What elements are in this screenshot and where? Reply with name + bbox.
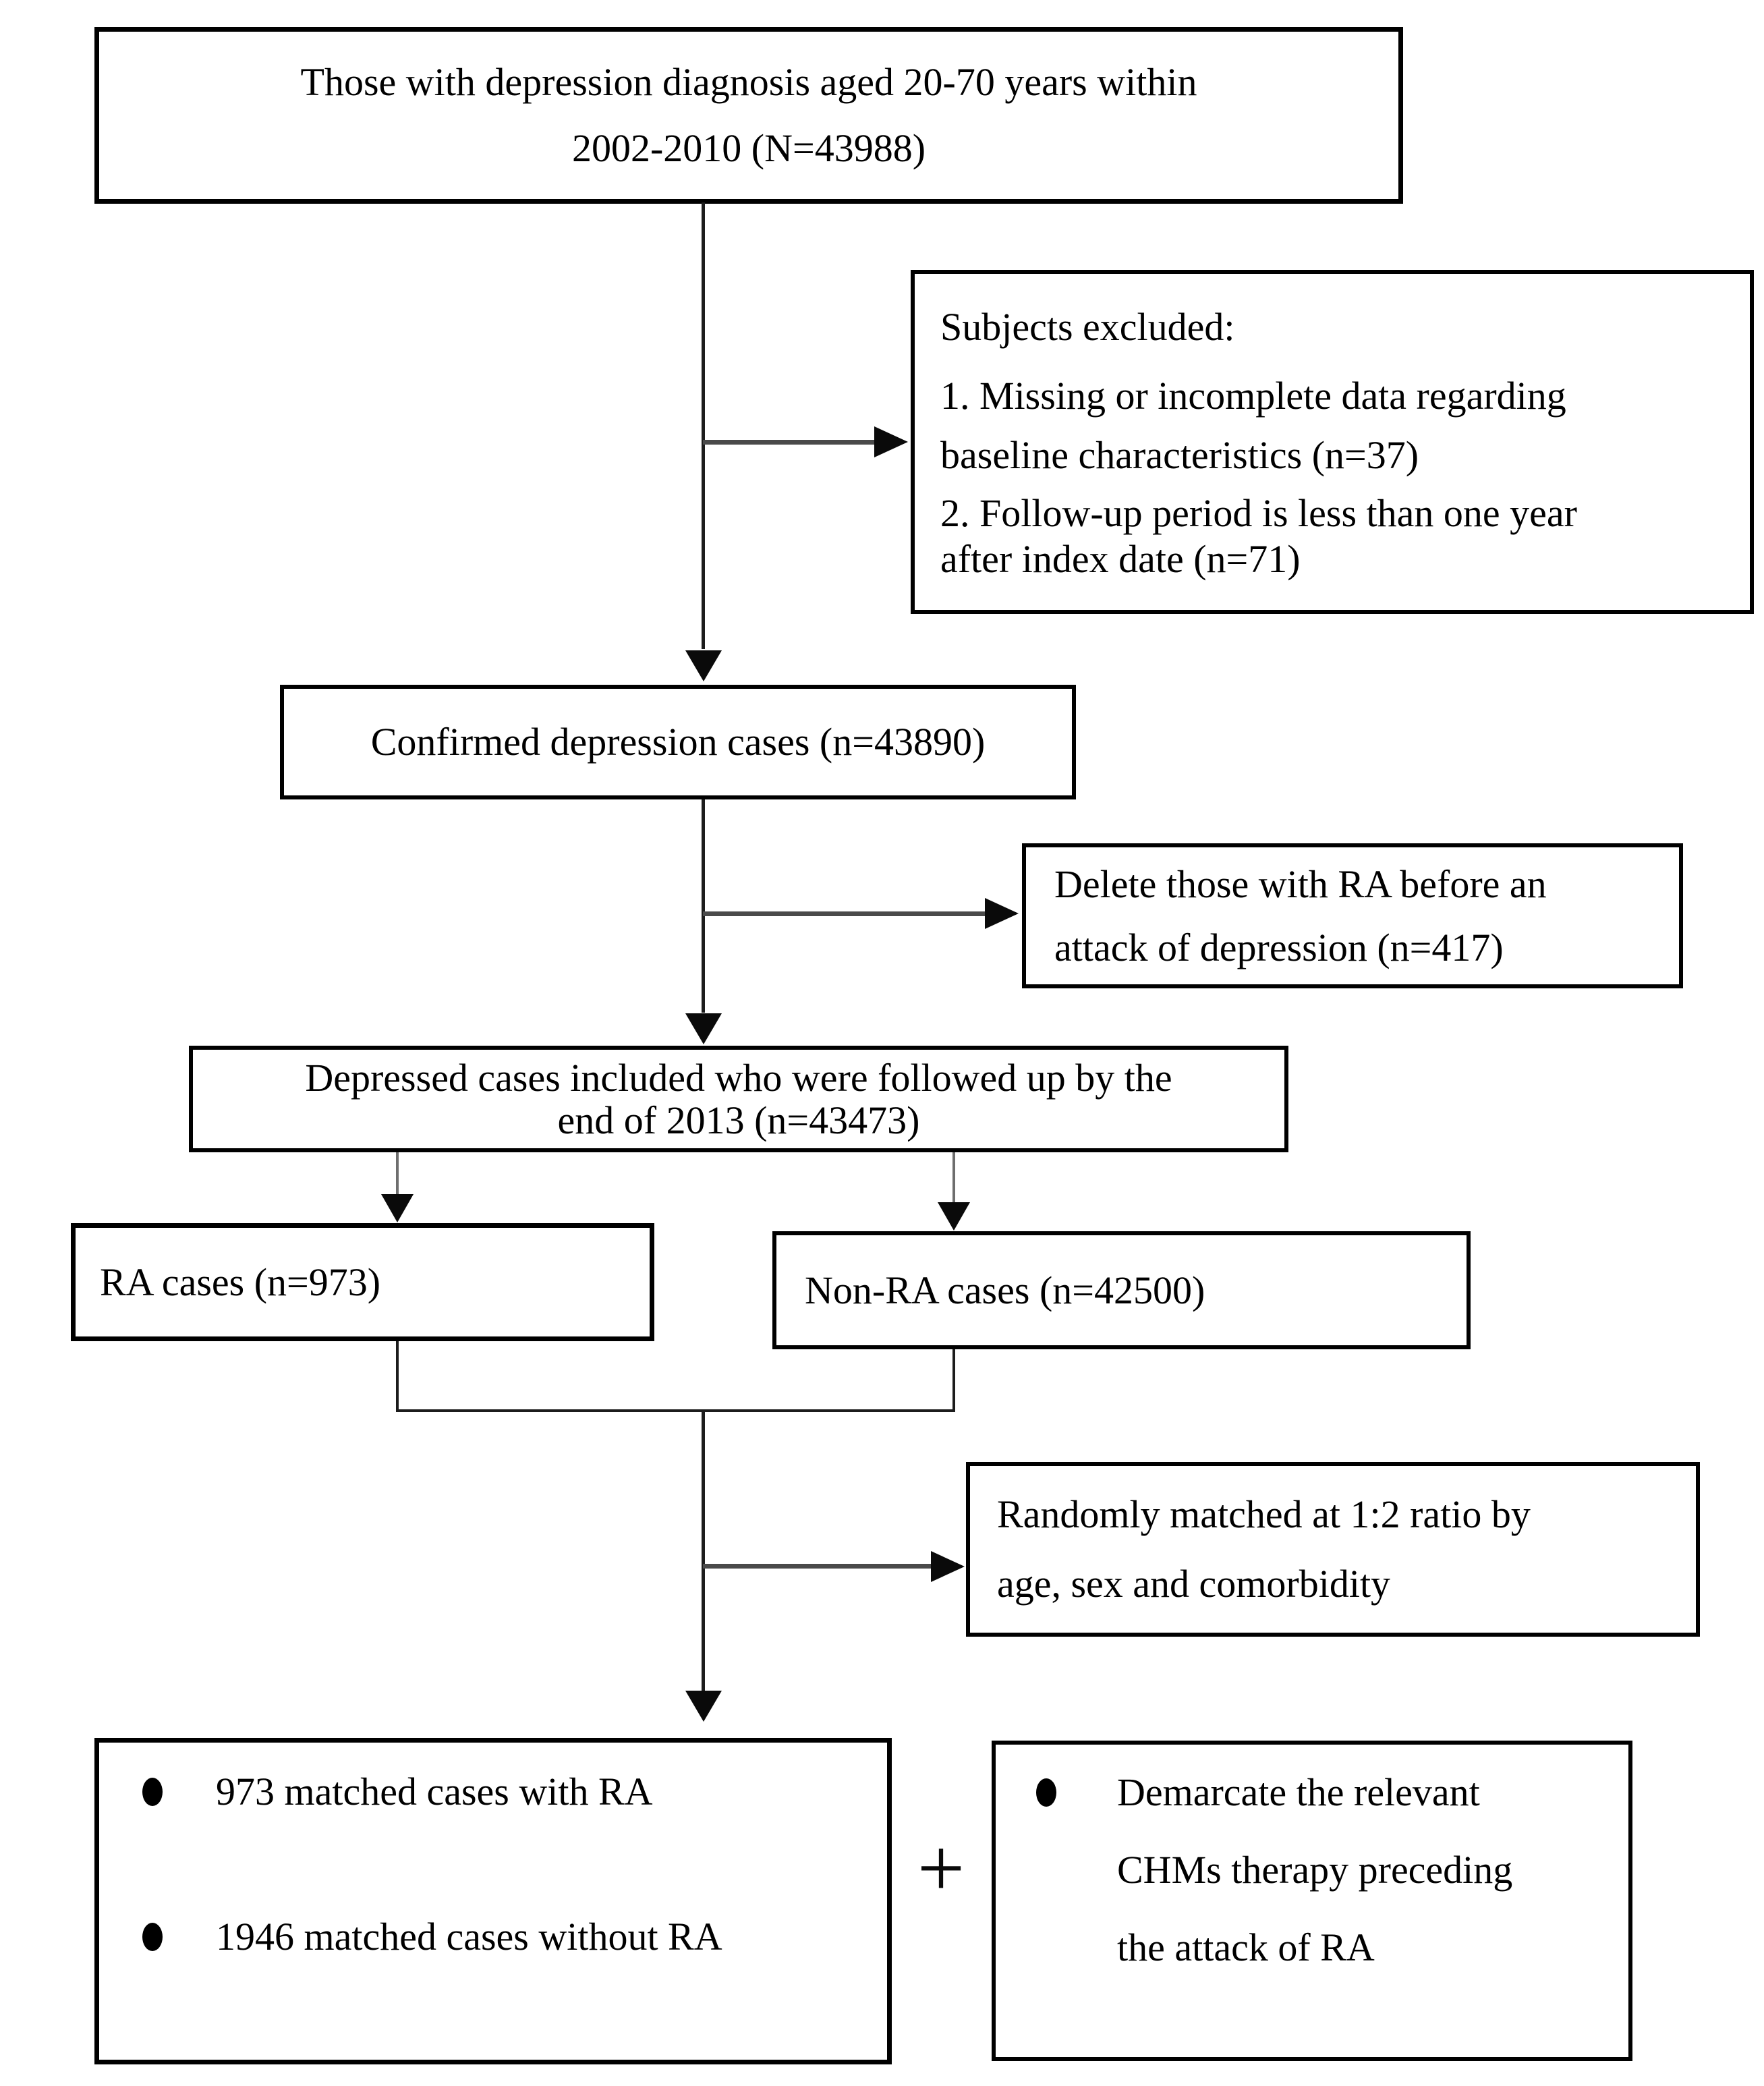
node-confirmed-depression: Confirmed depression cases (n=43890) — [280, 685, 1076, 799]
connector-merge-to-results-arrowhead-icon — [685, 1691, 722, 1722]
result-item-without-ra: 1946 matched cases without RA — [142, 1917, 874, 1956]
exclusion-item2-line2: after index date (n=71) — [940, 537, 1301, 581]
result-item-with-ra-text: 973 matched cases with RA — [216, 1770, 653, 1813]
chm-line1: Demarcate the relevant — [1117, 1770, 1480, 1814]
node-randomly-matched: Randomly matched at 1:2 ratio by age, se… — [966, 1462, 1700, 1637]
node-non-ra-cases: Non-RA cases (n=42500) — [772, 1231, 1471, 1349]
node-matched-results: 973 matched cases with RA 1946 matched c… — [94, 1738, 892, 2064]
connector-followed-to-ra-line — [396, 1152, 399, 1194]
connector-branch-delete-arrowhead-icon — [985, 898, 1019, 929]
node-ra-cases: RA cases (n=973) — [71, 1223, 654, 1341]
node-confirmed-depression-text: Confirmed depression cases (n=43890) — [370, 720, 986, 764]
bullet-icon — [142, 1778, 163, 1806]
node-followed-cases: Depressed cases included who were follow… — [189, 1046, 1288, 1152]
node-followed-cases-line2: end of 2013 (n=43473) — [557, 1098, 920, 1142]
chm-line2: CHMs therapy preceding — [1117, 1848, 1513, 1892]
bullet-icon — [142, 1923, 163, 1951]
node-subjects-excluded: Subjects excluded: 1. Missing or incompl… — [911, 270, 1754, 614]
exclusion-item2-line1: 2. Follow-up period is less than one yea… — [940, 491, 1577, 535]
connector-branch-exclusion-line — [703, 440, 876, 445]
node-delete-prior-ra-line2: attack of depression (n=417) — [1054, 925, 1504, 969]
node-randomly-matched-line2: age, sex and comorbidity — [997, 1562, 1391, 1606]
connector-followed-to-nonra-arrowhead-icon — [938, 1202, 970, 1231]
node-delete-prior-ra-line1: Delete those with RA before an — [1054, 862, 1547, 906]
connector-confirmed-to-followed-line — [702, 799, 705, 1013]
connector-population-to-confirmed-arrowhead-icon — [685, 650, 722, 681]
connector-merge-to-results-line — [702, 1409, 705, 1691]
connector-followed-to-ra-arrowhead-icon — [381, 1194, 414, 1222]
connector-followed-to-nonra-line — [952, 1152, 955, 1202]
node-depression-population: Those with depression diagnosis aged 20-… — [94, 27, 1403, 204]
exclusion-title: Subjects excluded: — [940, 305, 1235, 349]
node-depression-population-line2: 2002-2010 (N=43988) — [571, 126, 926, 170]
connector-branch-matching-arrowhead-icon — [931, 1551, 965, 1582]
node-randomly-matched-line1: Randomly matched at 1:2 ratio by — [997, 1492, 1531, 1536]
chm-line3: the attack of RA — [1117, 1925, 1375, 1969]
connector-branch-exclusion-arrowhead-icon — [874, 426, 908, 457]
connector-nonra-merge-stub — [952, 1349, 955, 1412]
node-delete-prior-ra: Delete those with RA before an attack of… — [1022, 843, 1683, 988]
node-followed-cases-line1: Depressed cases included who were follow… — [305, 1055, 1172, 1100]
connector-ra-merge-stub — [396, 1341, 399, 1411]
bullet-icon — [1036, 1778, 1056, 1807]
node-ra-cases-text: RA cases (n=973) — [100, 1260, 381, 1304]
exclusion-item1-line1: 1. Missing or incomplete data regarding — [940, 374, 1566, 418]
connector-branch-delete-line — [703, 911, 986, 916]
node-chm-demarcation: Demarcate the relevant CHMs therapy prec… — [992, 1741, 1632, 2061]
connector-merge-bar — [396, 1409, 955, 1412]
exclusion-item1-line2: baseline characteristics (n=37) — [940, 433, 1419, 477]
node-depression-population-line1: Those with depression diagnosis aged 20-… — [300, 60, 1197, 104]
result-item-without-ra-text: 1946 matched cases without RA — [216, 1915, 722, 1958]
connector-branch-matching-line — [703, 1564, 932, 1569]
chm-bullet-text: Demarcate the relevant CHMs therapy prec… — [1117, 1773, 1512, 1967]
connector-confirmed-to-followed-arrowhead-icon — [685, 1013, 722, 1044]
plus-sign: + — [917, 1822, 965, 1915]
chm-bullet-item: Demarcate the relevant CHMs therapy prec… — [1036, 1773, 1615, 1967]
node-non-ra-cases-text: Non-RA cases (n=42500) — [805, 1268, 1205, 1312]
connector-population-to-confirmed-line — [702, 202, 705, 649]
result-item-with-ra: 973 matched cases with RA — [142, 1772, 874, 1811]
